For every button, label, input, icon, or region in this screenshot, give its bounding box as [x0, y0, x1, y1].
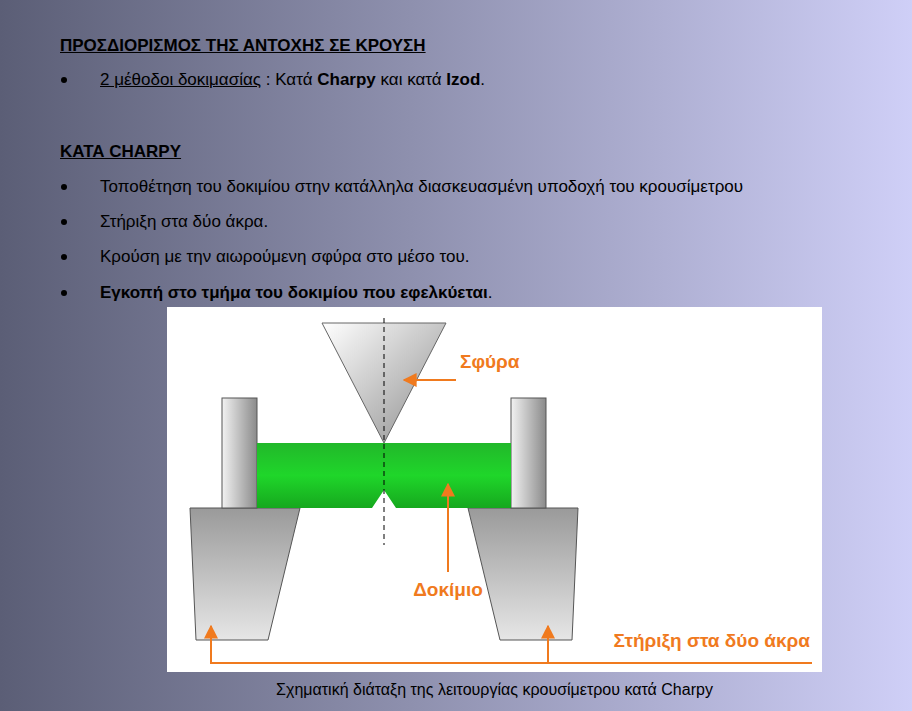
bullet-text: Στήριξη στα δύο άκρα. [100, 212, 268, 232]
bullets [61, 77, 67, 296]
bullet-text: Εγκοπή στο τμήμα του δοκιμίου που εφελκύ… [100, 283, 488, 302]
support-post [222, 398, 257, 508]
bullet-line: 2 μέθοδοι δοκιμασίας : ΚατάCharpy και κατά… [100, 70, 485, 90]
support-base [190, 508, 300, 640]
figure-caption: Σχηματική διάταξη της λειτουργίας κρουσί… [167, 680, 822, 700]
support-post [511, 398, 546, 508]
bullet-text: : Κατά [266, 70, 313, 89]
bullet-text: Charpy [317, 70, 376, 89]
part-label: Στήριξη στα δύο άκρα [613, 631, 810, 651]
leader-lines [211, 380, 812, 663]
bullet-text: Κρούση με την αιωρούμενη σφύρα στο μέσο … [100, 247, 469, 267]
slide-title: ΠΡΟΣΔΙΟΡΙΣΜΟΣ ΤΗΣ ΑΝΤΟΧΗΣ ΣΕ ΚΡΟΥΣΗ [60, 36, 426, 56]
part-label: Σφύρα [460, 352, 520, 372]
bullet-text: Izod [446, 70, 480, 89]
bullet-text: . [488, 283, 493, 302]
bullet-text: . [480, 70, 485, 89]
section-heading: ΚΑΤΑ CHARPY [60, 142, 181, 162]
part-label: Δοκίμιο [413, 580, 483, 600]
bullet-text: 2 μέθοδοι δοκιμασίας [100, 70, 261, 89]
bullet-line: Εγκοπή στο τμήμα του δοκιμίου που εφελκύ… [100, 283, 492, 303]
bullet-text: Τοποθέτηση του δοκιμίου στην κατάλληλα δ… [100, 177, 743, 197]
centre-line [384, 318, 385, 545]
support-base [468, 508, 578, 640]
bullet-text: και κατά [381, 70, 442, 89]
figure-panel [167, 307, 822, 672]
